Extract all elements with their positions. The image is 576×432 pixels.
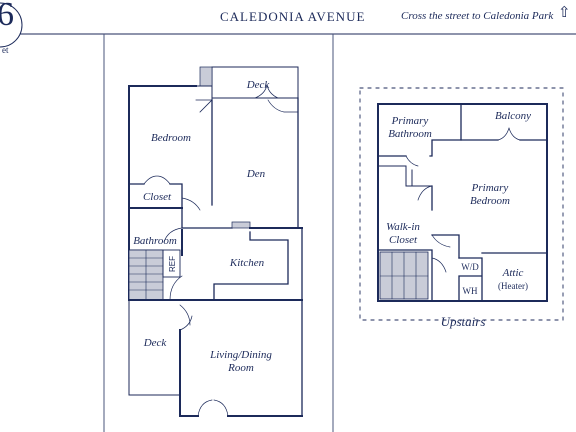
label-attic: Attic (502, 267, 524, 279)
label-walkin-1: Walk-in (386, 221, 420, 233)
primary-bath-wall (377, 103, 462, 157)
label-closet: Closet (143, 191, 172, 203)
bath-door-swing (169, 275, 183, 301)
living-wall (128, 299, 303, 417)
stairs-upper-treads (379, 251, 429, 300)
label-den: Den (246, 168, 266, 180)
living-deck-door (179, 304, 193, 331)
walkin-door (417, 185, 433, 201)
bedroom-hall-door (181, 197, 201, 211)
label-attic-heater: (Heater) (498, 281, 528, 291)
kitchen-wall (213, 227, 303, 417)
label-primary-bed-2: Bedroom (470, 195, 510, 207)
bedroom-wall (128, 85, 197, 209)
label-deck-top: Deck (246, 79, 271, 91)
label-bedroom: Bedroom (151, 132, 191, 144)
bedroom-door (195, 99, 213, 113)
hall-vent (231, 221, 251, 229)
label-bathroom: Bathroom (133, 235, 177, 247)
address-badge (0, 2, 23, 48)
balcony-door (497, 127, 521, 141)
label-ref: REF (168, 256, 177, 272)
walkin-closet-door (431, 234, 451, 248)
deck-door-swing (254, 84, 279, 99)
park-note: Cross the street to Caledonia Park (401, 10, 554, 22)
address-subtext: et (2, 45, 9, 55)
stairs-main-treads (128, 249, 164, 301)
label-primary-bath-1: Primary (391, 115, 429, 127)
upstairs-boundary (359, 87, 564, 321)
closet-door (143, 175, 171, 185)
label-primary-bath-2: Bathroom (388, 128, 432, 140)
label-balcony: Balcony (495, 110, 531, 122)
up-arrow-icon: ⇧ (558, 3, 571, 21)
living-front-door (197, 399, 229, 417)
wd-door (431, 257, 447, 273)
label-deck-bottom: Deck (143, 337, 168, 349)
ref-box (162, 249, 181, 278)
label-wh: WH (463, 286, 478, 296)
label-wd: W/D (461, 262, 479, 272)
label-upstairs: Upstairs (441, 314, 486, 329)
den-door-swing (267, 99, 299, 113)
den-wall (211, 97, 299, 229)
walkin-wall (377, 185, 460, 302)
street-name: CALEDONIA AVENUE (220, 9, 366, 24)
hall-wall (181, 207, 233, 229)
label-primary-bed-1: Primary (471, 182, 509, 194)
label-living-2: Room (227, 362, 254, 374)
label-kitchen: Kitchen (229, 257, 265, 269)
label-living-1: Living/Dining (209, 349, 272, 361)
upstairs-outline (377, 103, 548, 302)
address-number: 6 (0, 0, 14, 33)
label-walkin-2: Closet (389, 234, 418, 246)
deck-bottom-outline (128, 299, 181, 396)
primary-bath-door (405, 155, 419, 167)
bath-nook (377, 165, 433, 187)
hall-door-swing (163, 227, 183, 243)
closet-wall (128, 183, 183, 209)
wd-wall (458, 257, 483, 302)
